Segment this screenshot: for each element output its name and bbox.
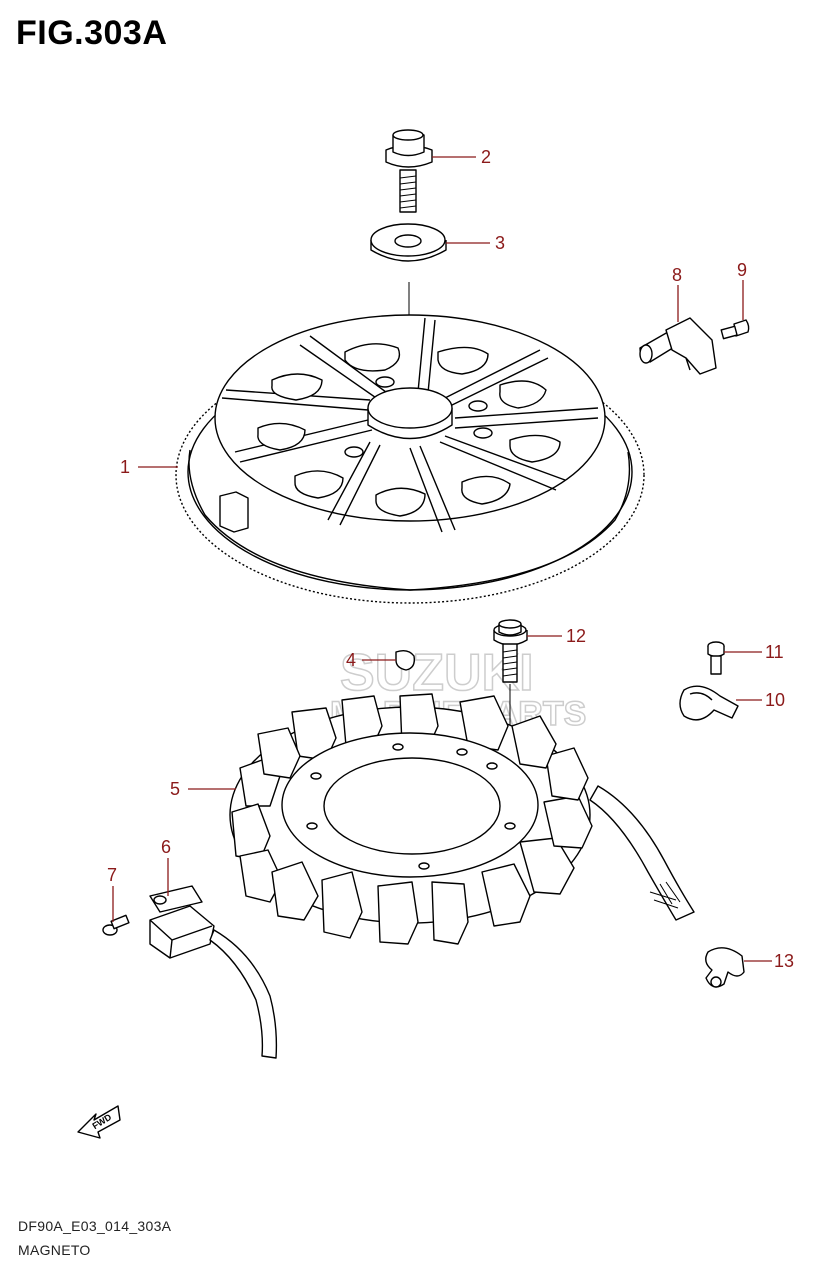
flywheel-bolt[interactable] xyxy=(385,129,433,213)
clamp[interactable] xyxy=(679,685,739,721)
callout-number: 12 xyxy=(566,626,586,646)
callout-number: 2 xyxy=(481,147,491,167)
watermark-brand: SUZUKI xyxy=(340,644,534,702)
callout-number: 3 xyxy=(495,233,505,253)
callout-number: 8 xyxy=(672,265,682,285)
callout-11[interactable]: 11 xyxy=(724,642,784,662)
callout-6[interactable]: 6 xyxy=(161,837,171,896)
figure-code: DF90A_E03_014_303A xyxy=(18,1218,172,1234)
callout-number: 7 xyxy=(107,865,117,885)
callout-3[interactable]: 3 xyxy=(446,233,505,253)
stator[interactable] xyxy=(229,693,695,945)
callout-number: 4 xyxy=(346,650,356,670)
callout-number: 11 xyxy=(765,642,784,662)
callout-1[interactable]: 1 xyxy=(120,457,178,477)
callout-2[interactable]: 2 xyxy=(432,147,491,167)
figure-name: MAGNETO xyxy=(18,1242,91,1258)
stator-bolt[interactable] xyxy=(493,619,528,820)
callout-number: 10 xyxy=(765,690,785,710)
callout-number: 9 xyxy=(737,260,747,280)
callout-7[interactable]: 7 xyxy=(107,865,117,922)
sensor[interactable] xyxy=(639,317,717,375)
callouts: 1 2 3 4 5 6 7 8 xyxy=(107,147,794,971)
callout-number: 1 xyxy=(120,457,130,477)
clamp-bolt[interactable] xyxy=(707,641,725,675)
callout-number: 6 xyxy=(161,837,171,857)
callout-12[interactable]: 12 xyxy=(527,626,586,646)
callout-9[interactable]: 9 xyxy=(737,260,747,320)
callout-8[interactable]: 8 xyxy=(672,265,682,322)
pulser-coil[interactable] xyxy=(149,885,278,1059)
callout-4[interactable]: 4 xyxy=(346,650,396,670)
flywheel-washer[interactable] xyxy=(370,223,447,262)
callout-5[interactable]: 5 xyxy=(170,779,236,799)
pulser-screw[interactable] xyxy=(102,914,130,936)
figure-title: FIG.303A xyxy=(16,14,168,52)
callout-number: 5 xyxy=(170,779,180,799)
callout-13[interactable]: 13 xyxy=(744,951,794,971)
flywheel[interactable] xyxy=(175,314,645,604)
callout-number: 13 xyxy=(774,951,794,971)
wire-clamp[interactable] xyxy=(705,947,745,988)
sensor-bolt[interactable] xyxy=(720,319,750,340)
fwd-direction-marker: FWD xyxy=(77,1105,121,1139)
key[interactable] xyxy=(395,649,416,671)
callout-10[interactable]: 10 xyxy=(736,690,785,710)
